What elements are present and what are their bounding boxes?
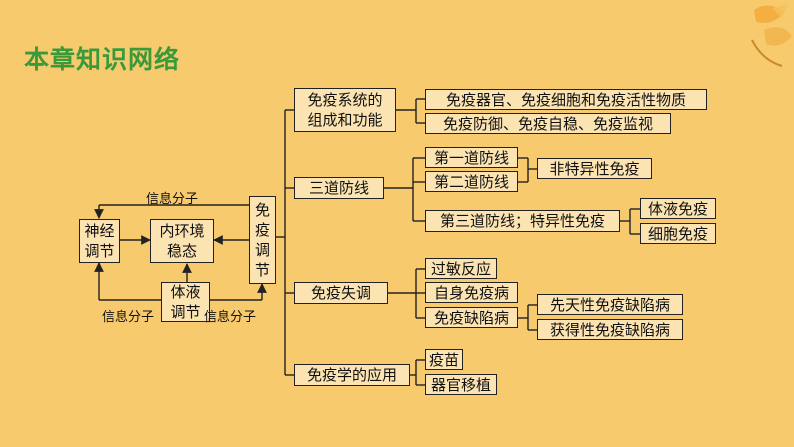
second-line-box: 第二道防线	[425, 171, 518, 192]
page-title: 本章知识网络	[24, 45, 181, 74]
vaccine-label: 疫苗	[428, 350, 459, 369]
nonspecific-immunity-label: 非特异性免疫	[549, 159, 640, 178]
acquired-immunodeficiency-box: 获得性免疫缺陷病	[537, 319, 683, 340]
autoimmune-box: 自身免疫病	[425, 282, 518, 303]
congenital-immunodeficiency-label: 先天性免疫缺陷病	[549, 295, 670, 314]
organ-transplant-label: 器官移植	[430, 375, 491, 394]
fluid-regulation-label: 体液调节	[170, 283, 201, 321]
cellular-immunity-label: 细胞免疫	[647, 224, 708, 243]
second-line-label: 第二道防线	[433, 172, 509, 191]
internal-homeostasis-label: 内环境稳态	[159, 222, 205, 260]
organ-transplant-box: 器官移植	[425, 374, 497, 395]
system-item-organs: 免疫器官、免疫细胞和免疫活性物质	[445, 90, 686, 109]
third-line-box: 第三道防线；特异性免疫	[425, 210, 620, 232]
signal-molecule-top-label: 信息分子	[146, 192, 199, 207]
internal-homeostasis-box: 内环境稳态	[150, 219, 214, 263]
humoral-immunity-label: 体液免疫	[647, 199, 708, 218]
first-line-box: 第一道防线	[425, 147, 518, 168]
nonspecific-immunity-box: 非特异性免疫	[537, 158, 652, 179]
humoral-immunity-box: 体液免疫	[640, 198, 716, 219]
immunodeficiency-label: 免疫缺陷病	[433, 308, 509, 327]
nerve-regulation-label: 神经调节	[84, 222, 115, 260]
allergy-box: 过敏反应	[425, 258, 497, 279]
system-item-functions: 免疫防御、免疫自稳、免疫监视	[442, 114, 653, 133]
third-line-label: 第三道防线；特异性免疫	[439, 212, 605, 230]
acquired-immunodeficiency-label: 获得性免疫缺陷病	[549, 320, 670, 339]
three-lines-label: 三道防线	[308, 179, 369, 197]
immunology-application-box: 免疫学的应用	[294, 364, 410, 386]
nerve-regulation-box: 神经调节	[79, 219, 120, 263]
congenital-immunodeficiency-box: 先天性免疫缺陷病	[537, 294, 683, 315]
immune-system-box: 免疫系统的组成和功能	[294, 88, 396, 132]
immunology-application-label: 免疫学的应用	[306, 366, 397, 384]
three-lines-box: 三道防线	[294, 177, 384, 199]
allergy-label: 过敏反应	[430, 259, 491, 278]
immunodeficiency-box: 免疫缺陷病	[425, 307, 518, 328]
immune-system-label: 免疫系统的组成和功能	[307, 91, 383, 129]
cellular-immunity-box: 细胞免疫	[640, 223, 716, 244]
system-item-box: 免疫器官、免疫细胞和免疫活性物质	[425, 89, 707, 110]
fluid-regulation-box: 体液调节	[161, 282, 210, 322]
signal-molecule-right-label: 信息分子	[204, 310, 257, 325]
immune-disorder-label: 免疫失调	[310, 284, 371, 302]
vaccine-box: 疫苗	[425, 349, 463, 370]
autoimmune-label: 自身免疫病	[433, 283, 509, 302]
center-label: 免疫调节	[254, 201, 270, 279]
signal-molecule-left-label: 信息分子	[102, 310, 155, 325]
leaf-decoration	[751, 4, 792, 67]
first-line-label: 第一道防线	[433, 148, 509, 167]
immune-disorder-box: 免疫失调	[294, 282, 388, 304]
center-immune-regulation-box: 免疫调节	[249, 196, 276, 284]
system-item-box: 免疫防御、免疫自稳、免疫监视	[425, 113, 671, 134]
